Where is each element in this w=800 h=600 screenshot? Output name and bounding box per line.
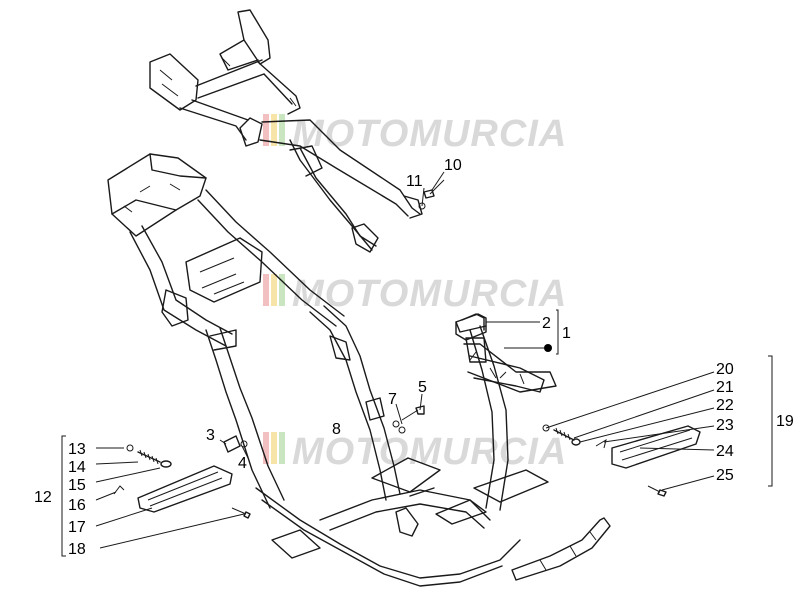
callout-24: 24 — [716, 443, 734, 460]
watermark-text: MOTOMURCIA — [292, 113, 567, 155]
callout-4: 4 — [238, 455, 247, 472]
callout-12: 12 — [34, 489, 52, 506]
callout-15: 15 — [68, 477, 86, 494]
callout-10: 10 — [444, 157, 462, 174]
callout-17: 17 — [68, 519, 86, 536]
callout-14: 14 — [68, 459, 86, 476]
callout-1: 1 — [562, 325, 571, 342]
watermark-middle: MOTOMURCIA — [263, 273, 567, 315]
callout-25: 25 — [716, 467, 734, 484]
callout-2: 2 — [542, 315, 551, 332]
callout-5: 5 — [418, 379, 427, 396]
watermark-bottom: MOTOMURCIA — [263, 431, 566, 473]
small-parts — [113, 179, 701, 519]
callout-labels: 2 1 10 11 5 7 8 3 4 13 14 15 16 17 18 12… — [34, 157, 794, 558]
callout-20: 20 — [716, 361, 734, 378]
leader-lines — [61, 171, 773, 557]
callout-23: 23 — [716, 417, 734, 434]
watermark-top: MOTOMURCIA — [263, 113, 567, 155]
callout-21: 21 — [716, 379, 734, 396]
watermark-text: MOTOMURCIA — [292, 273, 567, 315]
callout-7: 7 — [388, 391, 397, 408]
callout-3: 3 — [206, 427, 215, 444]
callout-8: 8 — [332, 421, 341, 438]
upper-subframe — [149, 9, 423, 253]
callout-22: 22 — [716, 397, 734, 414]
callout-16: 16 — [68, 497, 86, 514]
callout-11: 11 — [406, 173, 423, 190]
main-frame — [107, 153, 611, 587]
callout-18: 18 — [68, 541, 86, 558]
callout-19: 19 — [776, 413, 794, 430]
callout-13: 13 — [68, 441, 86, 458]
